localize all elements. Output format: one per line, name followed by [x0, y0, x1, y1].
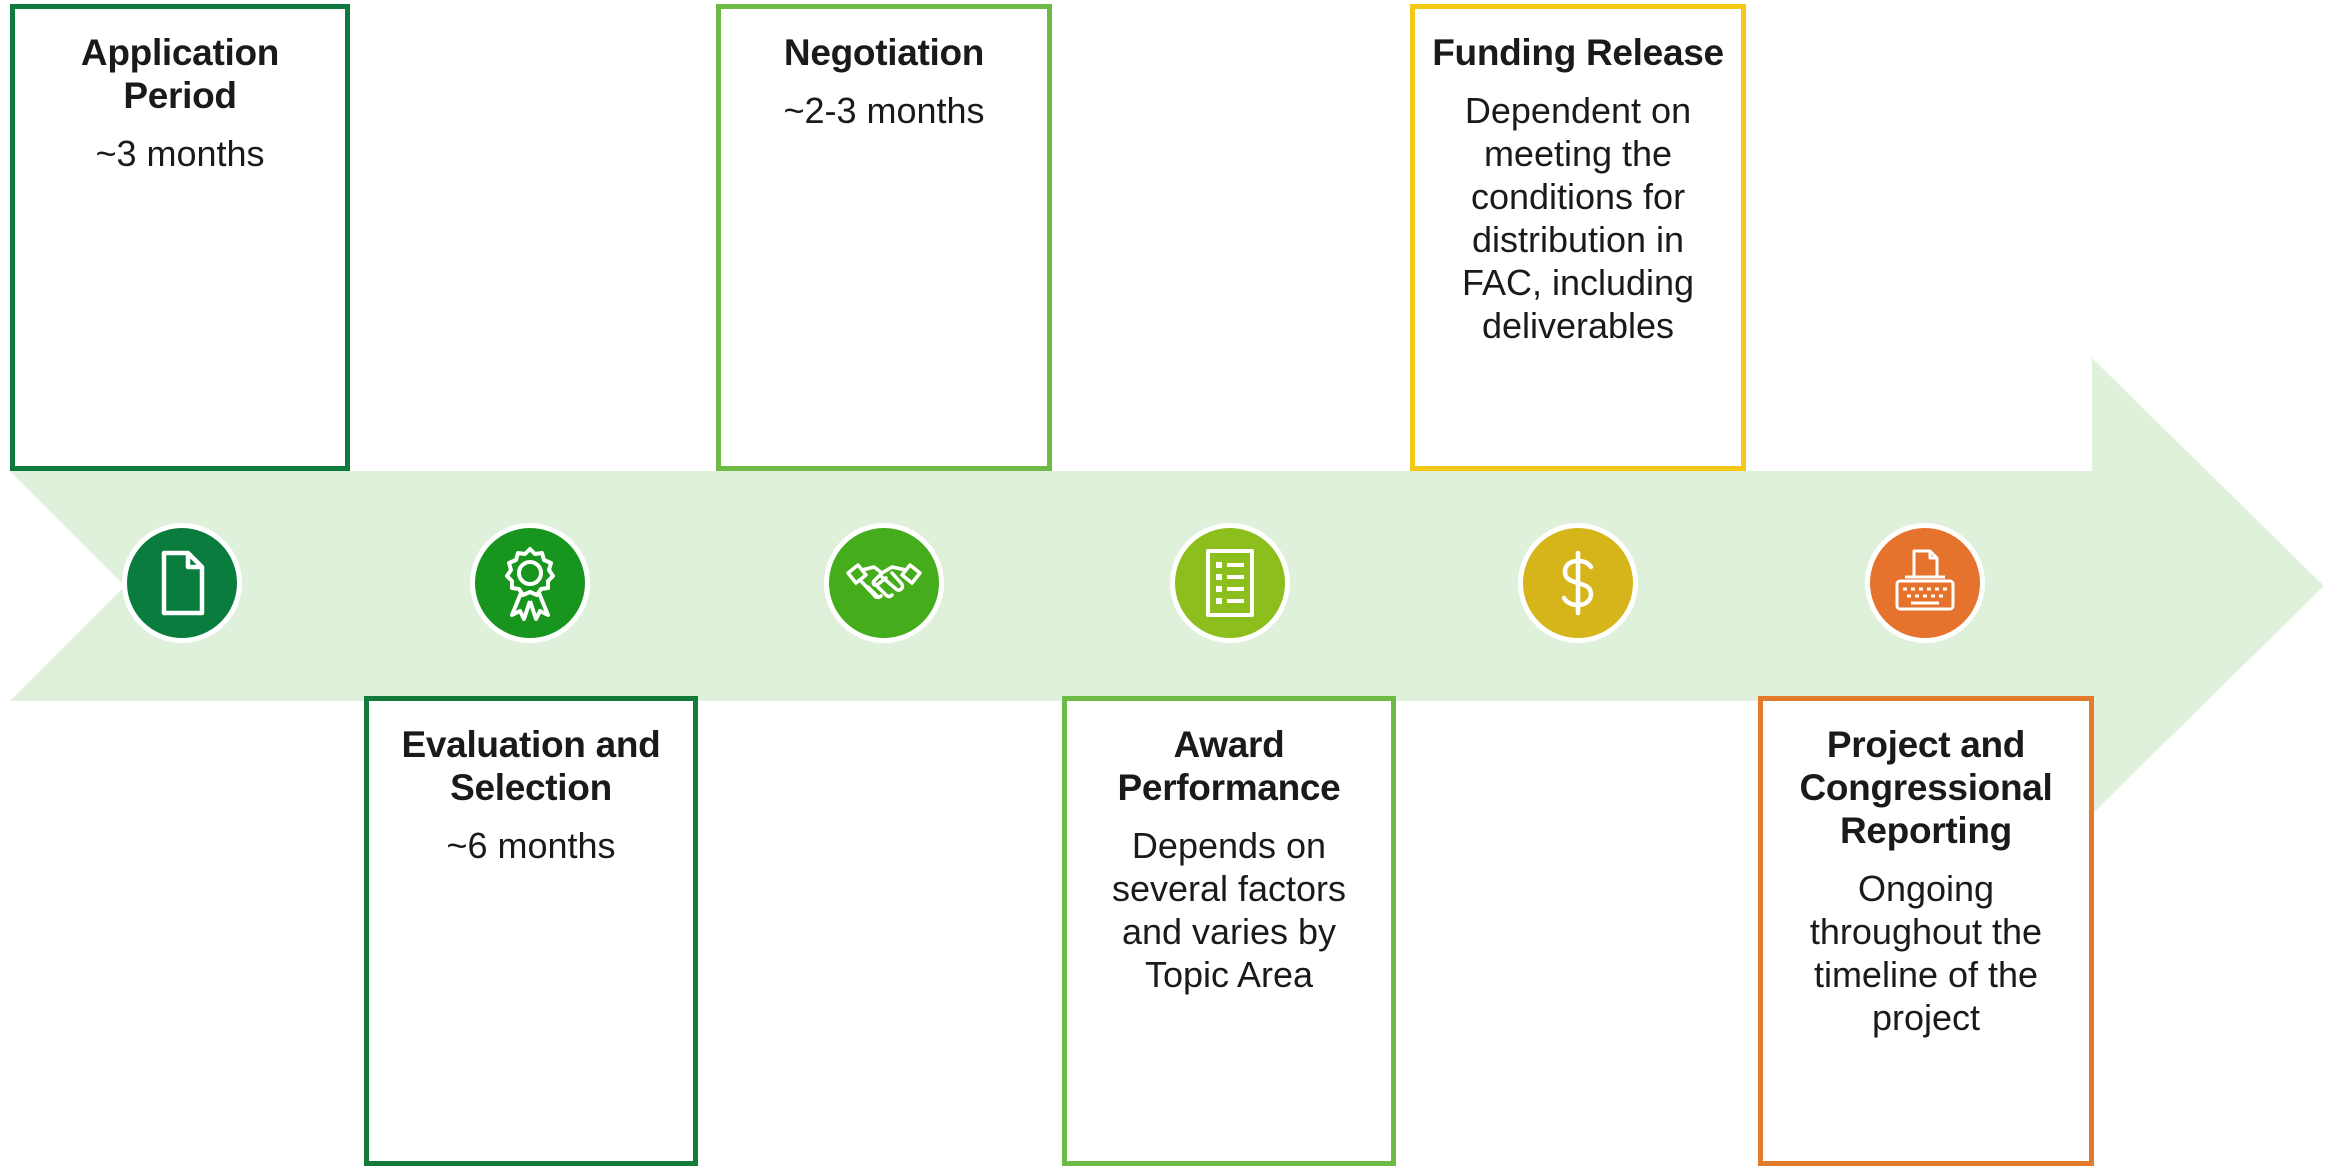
stage-description: ~3 months	[95, 133, 265, 174]
stage-description: Dependent on meeting the conditions for …	[1461, 90, 1695, 346]
typewriter-icon	[1865, 523, 1985, 643]
stage-box-evaluation-and-selection: Evaluation and Selection ~6 months	[364, 696, 698, 1166]
stage-title: Negotiation	[783, 32, 985, 73]
dollar-icon	[1518, 523, 1638, 643]
stage-box-project-and-congressional-reporting: Project and Congressional Reporting Ongo…	[1758, 696, 2094, 1166]
stage-title: Funding Release	[1432, 32, 1724, 73]
stage-description: ~2-3 months	[783, 90, 985, 131]
stage-description: Depends on several factors and varies by…	[1111, 825, 1347, 995]
stage-title: Award Performance	[1117, 724, 1341, 808]
stage-box-negotiation: Negotiation ~2-3 months	[716, 4, 1052, 471]
stage-title: Application Period	[80, 32, 280, 116]
checklist-icon	[1170, 523, 1290, 643]
stage-box-funding-release: Funding Release Dependent on meeting the…	[1410, 4, 1746, 471]
stage-description: Ongoing throughout the timeline of the p…	[1809, 868, 2043, 1038]
stage-title: Evaluation and Selection	[401, 724, 661, 808]
handshake-icon	[824, 523, 944, 643]
stage-description: ~6 months	[446, 825, 616, 866]
award-ribbon-icon	[470, 523, 590, 643]
stage-box-award-performance: Award Performance Depends on several fac…	[1062, 696, 1396, 1166]
stage-title: Project and Congressional Reporting	[1799, 724, 2053, 851]
stage-box-application-period: Application Period ~3 months	[10, 4, 350, 471]
document-icon	[122, 523, 242, 643]
